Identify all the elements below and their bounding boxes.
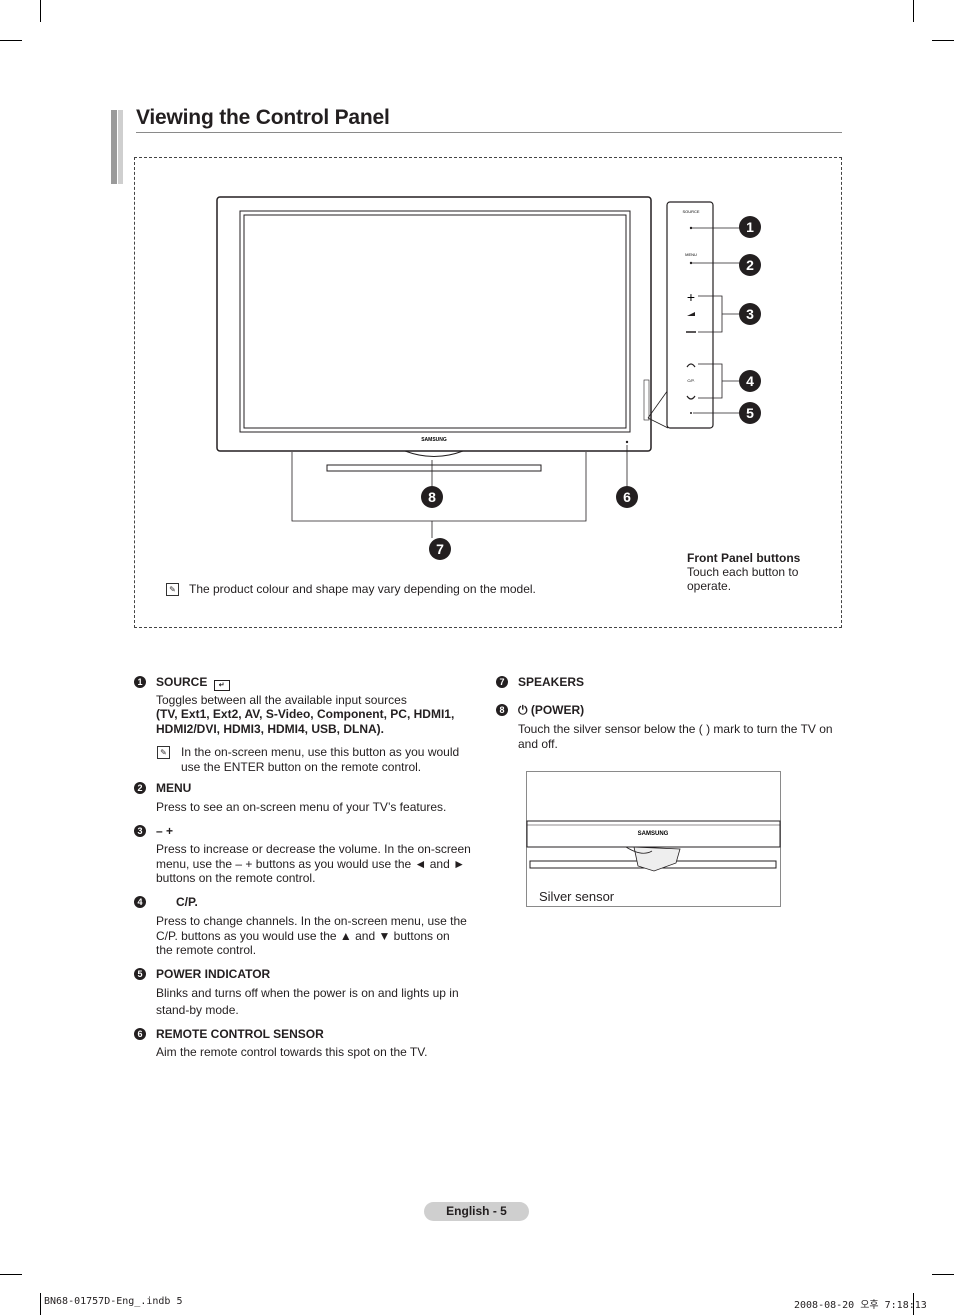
callout-7 — [429, 538, 451, 560]
item-body-volume: Press to increase or decrease the volume… — [156, 842, 471, 885]
crop-mark — [913, 1293, 914, 1315]
item-number: 1 — [134, 676, 146, 688]
brand-logo: SAMSUNG — [421, 437, 447, 443]
callout-3-label: 3 — [746, 306, 754, 322]
callout-2-label: 2 — [746, 257, 754, 273]
item-number: 7 — [496, 676, 508, 688]
callout-7-label: 7 — [436, 541, 444, 557]
source-icon: ↵ — [213, 680, 230, 691]
file-slug: BN68-01757D-Eng_.indb 5 — [44, 1296, 183, 1307]
callout-6-label: 6 — [623, 489, 631, 505]
item-body-source: Toggles between all the available input … — [156, 693, 407, 707]
panel-menu-label: MENU — [685, 252, 697, 257]
crop-mark — [40, 0, 41, 22]
callout-5-label: 5 — [746, 405, 754, 421]
page-number-badge: English - 5 — [424, 1202, 529, 1221]
silver-sensor-label: Silver sensor — [539, 889, 615, 904]
panel-cp-label: C/P. — [687, 378, 694, 383]
tv-diagram: SAMSUNG SOURCE MENU + C/P. 1 2 3 4 5 — [216, 196, 761, 560]
panel-source-label: SOURCE — [682, 209, 699, 214]
crop-mark — [0, 1274, 22, 1275]
title-rule — [136, 132, 842, 133]
item-heading-channel: C/P. — [176, 895, 198, 909]
item-heading-power-indicator: POWER INDICATOR — [156, 967, 271, 981]
item-number: 2 — [134, 782, 146, 794]
front-panel-text: Touch each button to operate. — [687, 565, 799, 593]
item-body-channel: Press to change channels. In the on-scre… — [156, 914, 467, 957]
date-slug: 2008-08-20 오후 7:18:13 — [794, 1300, 927, 1311]
crop-mark — [913, 0, 914, 22]
crop-mark — [40, 1293, 41, 1315]
callout-4-label: 4 — [746, 373, 754, 389]
item-heading-remote-sensor: REMOTE CONTROL SENSOR — [156, 1027, 324, 1041]
callout-8-label: 8 — [428, 489, 436, 505]
diagram-note: The product colour and shape may vary de… — [189, 582, 536, 596]
page-title: Viewing the Control Panel — [136, 106, 390, 129]
sensor-brand-logo: SAMSUNG — [638, 831, 669, 837]
item-note-source: In the on-screen menu, use this button a… — [181, 745, 460, 774]
svg-text:+: + — [687, 289, 695, 305]
item-heading-speakers: SPEAKERS — [518, 675, 585, 689]
callout-1 — [739, 216, 761, 238]
callout-8 — [421, 486, 443, 508]
item-body-power: Touch the silver sensor below the ( ) ma… — [518, 722, 833, 751]
callout-2 — [739, 254, 761, 276]
item-sources-list: (TV, Ext1, Ext2, AV, S-Video, Component,… — [156, 707, 455, 736]
item-number: 5 — [134, 968, 146, 980]
item-body-power-indicator: Blinks and turns off when the power is o… — [156, 986, 459, 1017]
diagram-frame — [134, 157, 842, 628]
callout-6 — [616, 486, 638, 508]
crop-mark — [0, 40, 22, 41]
item-body-remote-sensor: Aim the remote control towards this spot… — [156, 1045, 428, 1059]
callout-5 — [739, 402, 761, 424]
power-icon: ⏻ — [518, 703, 528, 717]
item-heading-volume: – + — [156, 824, 174, 838]
crop-mark — [932, 40, 954, 41]
item-number: 4 — [134, 896, 146, 908]
note-icon: ✎ — [166, 583, 179, 596]
callout-4 — [739, 370, 761, 392]
item-number: 3 — [134, 825, 146, 837]
item-body-menu: Press to see an on-screen menu of your T… — [156, 800, 447, 814]
callout-3 — [739, 303, 761, 325]
crop-mark — [932, 1274, 954, 1275]
item-number: 6 — [134, 1028, 146, 1040]
item-heading-power: ⏻ (POWER) — [518, 703, 585, 717]
item-heading-source: SOURCE ↵ — [156, 675, 230, 691]
front-panel-title: Front Panel buttons — [687, 551, 801, 565]
item-heading-menu: MENU — [156, 781, 192, 795]
item-number: 8 — [496, 704, 508, 716]
section-bars — [111, 110, 123, 184]
silver-sensor-illustration: SAMSUNG — [526, 771, 781, 907]
callout-1-label: 1 — [746, 219, 754, 235]
note-icon: ✎ — [157, 746, 170, 759]
